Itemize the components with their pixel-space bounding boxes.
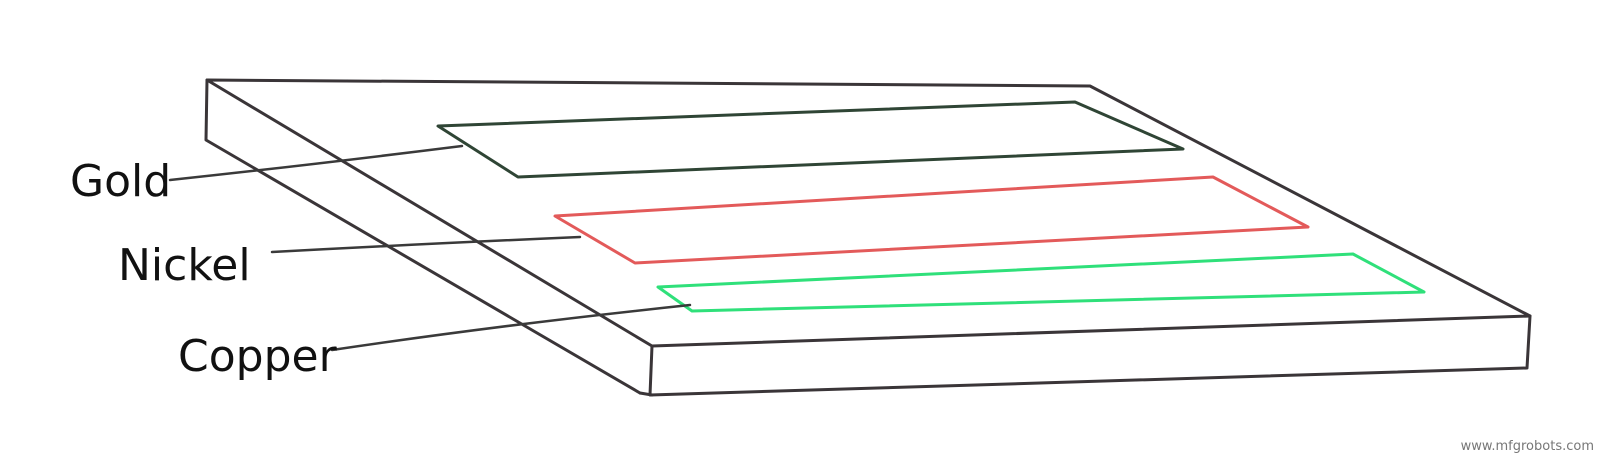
copper-label: Copper [178, 331, 338, 382]
nickel-leader-line [270, 235, 582, 254]
gold-leader-line [168, 144, 464, 182]
copper-leader-line [330, 303, 692, 352]
board-left-edge [204, 78, 642, 395]
board-front-bottom [648, 314, 1532, 397]
board-front-corner [638, 391, 654, 397]
gold-label: Gold [70, 156, 171, 207]
copper-pad [656, 252, 1426, 313]
watermark-text: www.mfgrobots.com [1461, 439, 1594, 454]
board [204, 78, 1532, 397]
gold-pad [436, 100, 1185, 179]
nickel-pad [553, 175, 1310, 265]
nickel-label: Nickel [118, 240, 251, 291]
